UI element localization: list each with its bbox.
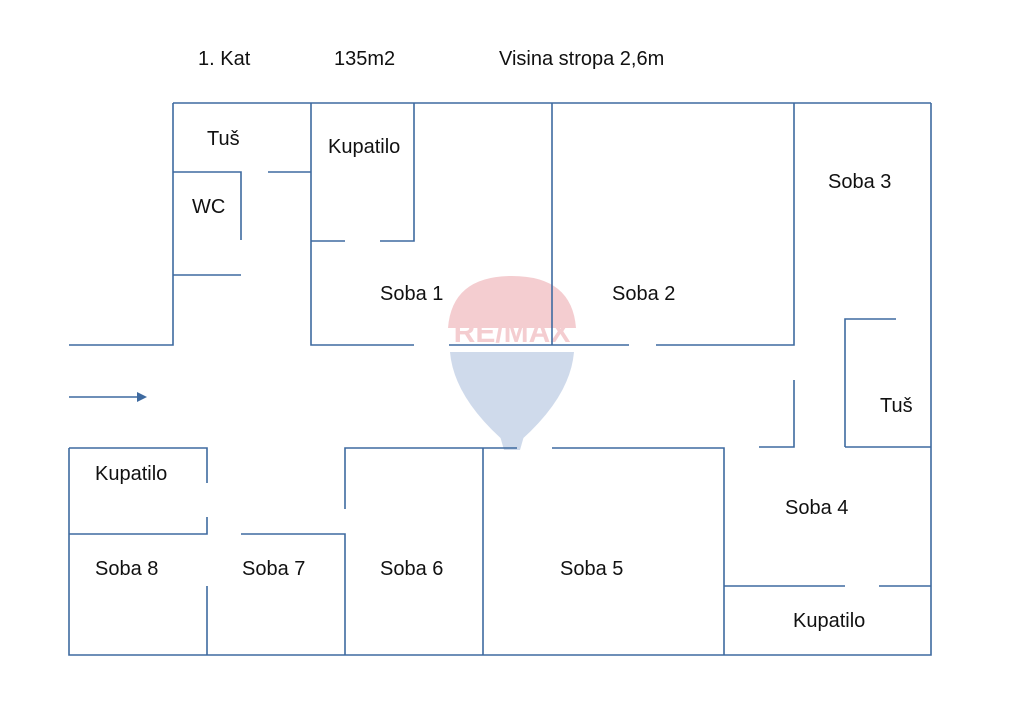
- area-label: 135m2: [334, 48, 396, 70]
- wall: [344, 447, 517, 509]
- room-label-wc: WC: [192, 196, 225, 218]
- room-label-tus-right: Tuš: [880, 395, 913, 417]
- remax-balloon-watermark: RE/MAX: [448, 276, 576, 450]
- floor-label: 1. Kat: [198, 48, 251, 70]
- wall: [310, 103, 414, 346]
- wall: [759, 380, 795, 448]
- ceiling-height-label: Visina stropa 2,6m: [499, 48, 665, 70]
- wall: [552, 447, 725, 655]
- room-label-soba-4: Soba 4: [785, 497, 848, 519]
- walls: [68, 102, 932, 656]
- wall: [241, 533, 346, 655]
- wall: [380, 103, 415, 242]
- wall: [173, 171, 242, 240]
- wall: [69, 172, 174, 346]
- room-label-kupatilo-bottom: Kupatilo: [793, 610, 865, 632]
- entrance-arrow-icon: [69, 392, 147, 402]
- room-label-soba-7: Soba 7: [242, 558, 305, 580]
- wall: [69, 517, 208, 535]
- room-labels: Tuš WC Kupatilo Soba 1 Soba 2 Soba 3 Tuš…: [95, 128, 913, 632]
- room-label-kupatilo-top: Kupatilo: [328, 136, 400, 158]
- remax-logo-text: RE/MAX: [454, 316, 571, 349]
- wall: [68, 448, 932, 656]
- wall: [69, 447, 208, 483]
- room-label-soba-5: Soba 5: [560, 558, 623, 580]
- wall: [656, 103, 795, 346]
- wall: [844, 318, 896, 447]
- room-label-soba-2: Soba 2: [612, 283, 675, 305]
- room-label-tus-top: Tuš: [207, 128, 240, 150]
- room-label-kupatilo-left: Kupatilo: [95, 463, 167, 485]
- room-label-soba-1: Soba 1: [380, 283, 443, 305]
- room-label-soba-8: Soba 8: [95, 558, 158, 580]
- room-label-soba-6: Soba 6: [380, 558, 443, 580]
- room-label-soba-3: Soba 3: [828, 171, 891, 193]
